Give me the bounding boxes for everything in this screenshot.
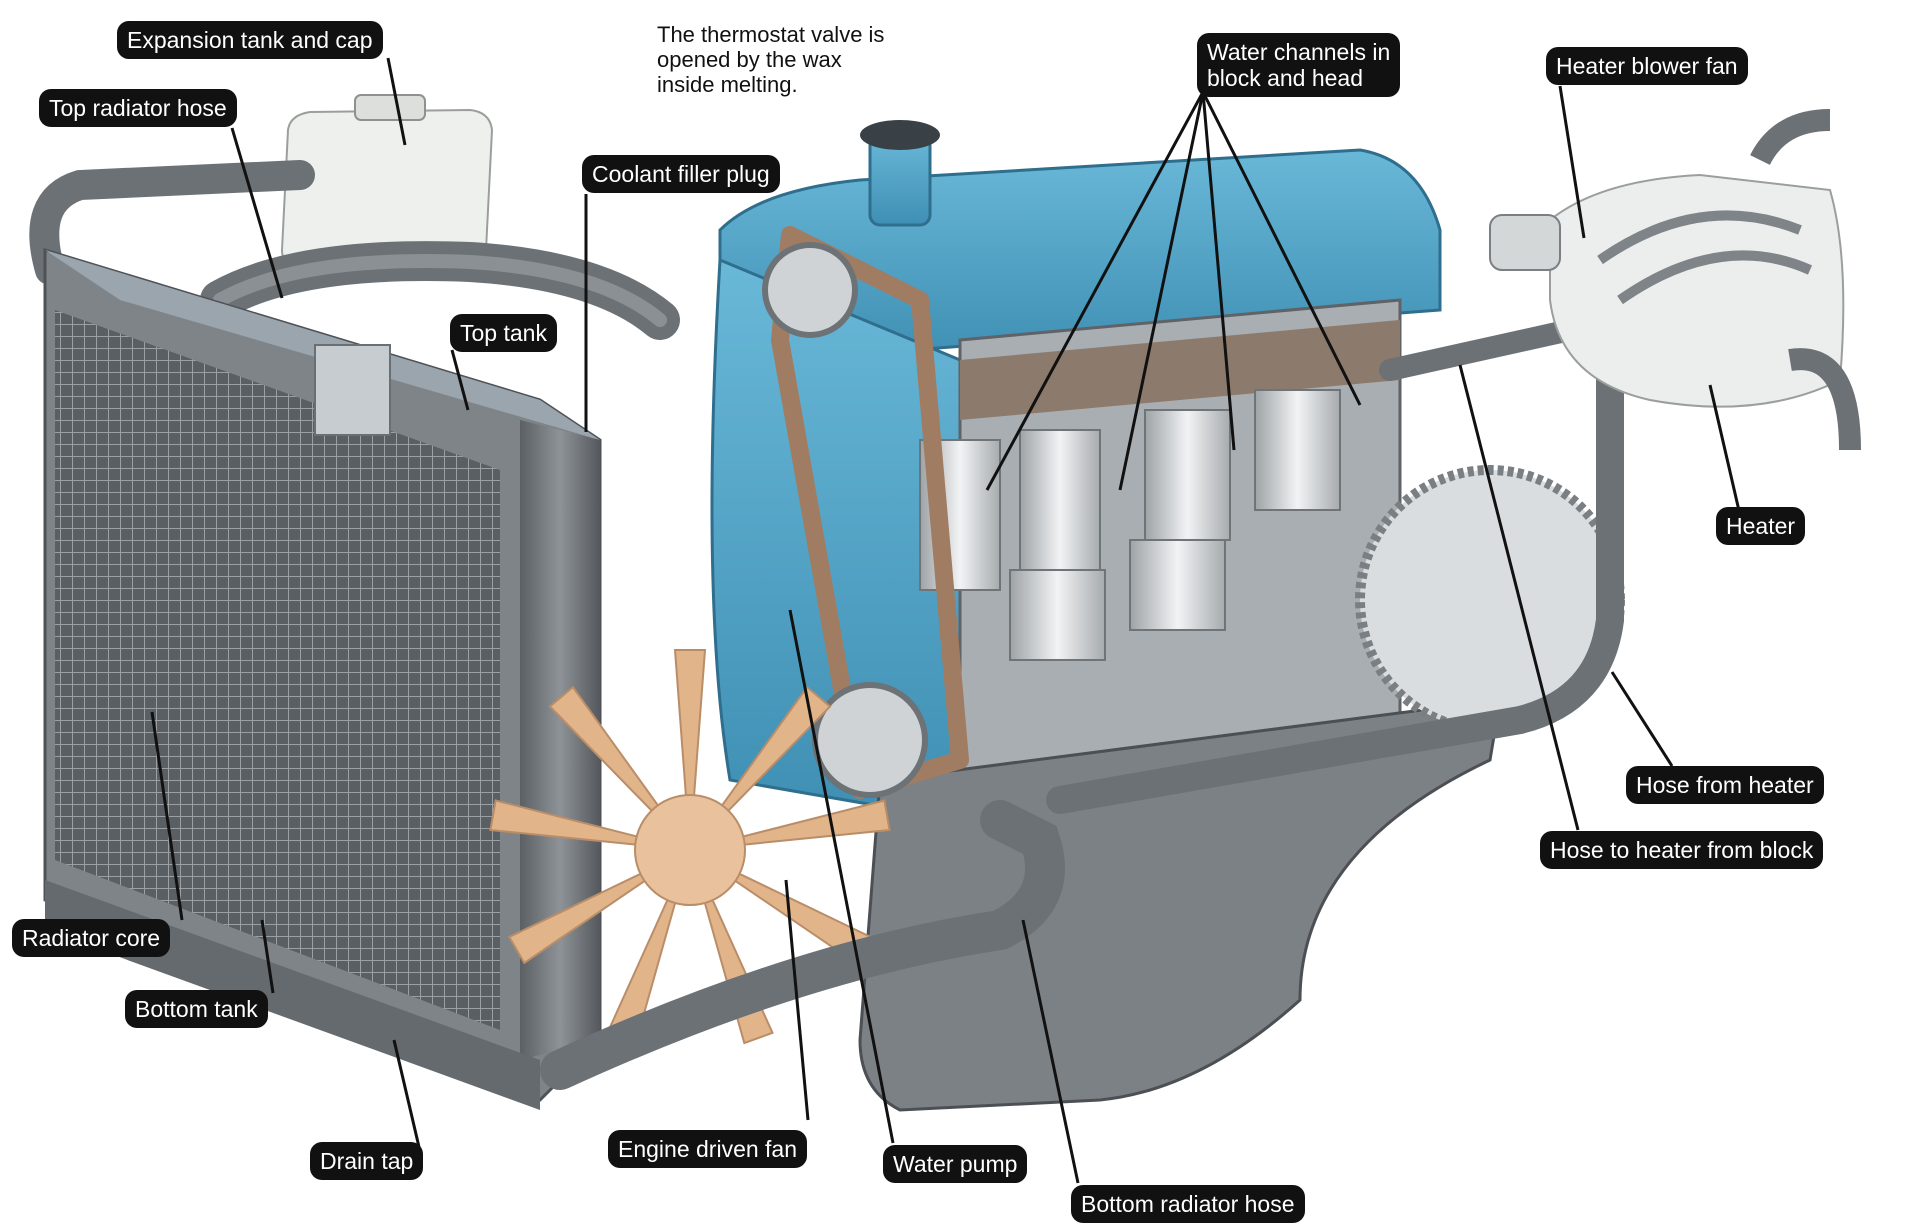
leader-lines (150, 57, 1742, 1184)
label-hose-from-heater: Hose from heater (1626, 766, 1824, 804)
label-water-channels: Water channels in block and head (1197, 33, 1401, 97)
note-line-3: inside melting. (657, 72, 798, 97)
heater-illustration (1489, 109, 1861, 451)
label-bottom-tank: Bottom tank (125, 990, 268, 1028)
label-top-radiator-hose: Top radiator hose (39, 89, 237, 127)
radiator-illustration (43, 247, 602, 1110)
label-hose-to-heater: Hose to heater from block (1540, 831, 1824, 869)
label-engine-driven-fan: Engine driven fan (608, 1130, 808, 1168)
label-radiator-core: Radiator core (12, 919, 171, 957)
thermostat-note: The thermostat valve is opened by the wa… (657, 22, 884, 97)
water-channels-line-2: block and head (1207, 65, 1364, 91)
label-drain-tap: Drain tap (310, 1142, 424, 1180)
timing-belt-illustration (762, 226, 969, 799)
label-bottom-radiator-hose: Bottom radiator hose (1071, 1185, 1305, 1223)
label-expansion-tank: Expansion tank and cap (117, 21, 383, 59)
note-line-1: The thermostat valve is (657, 22, 885, 47)
label-water-pump: Water pump (883, 1145, 1028, 1183)
note-line-2: opened by the wax (657, 47, 842, 72)
label-heater-blower-fan: Heater blower fan (1546, 47, 1748, 85)
label-coolant-filler-plug: Coolant filler plug (582, 155, 780, 193)
bottom-hose-illustration (540, 319, 1624, 1090)
water-channels-line-1: Water channels in (1207, 39, 1391, 65)
label-heater: Heater (1716, 507, 1806, 545)
label-top-tank: Top tank (450, 314, 557, 352)
